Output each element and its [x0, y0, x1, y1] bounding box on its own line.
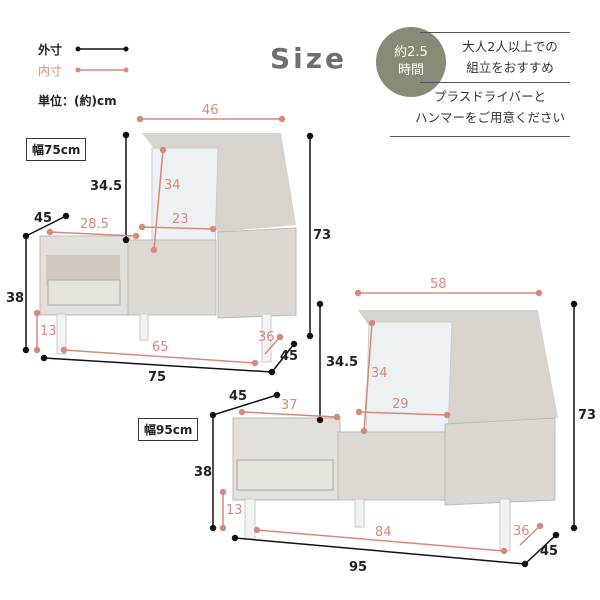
model-95-drawing — [232, 310, 558, 552]
dim-leg-height: 13 — [226, 503, 243, 518]
dim-leg-depth: 36 — [513, 524, 530, 539]
model-75-drawing — [39, 133, 297, 363]
dim-mirror-width: 23 — [172, 212, 189, 227]
dim-shelf-width: 37 — [281, 398, 298, 413]
dim-mirror-offset: 34.5 — [90, 179, 123, 194]
dim-side-depth: 45 — [229, 389, 248, 404]
divider — [420, 32, 570, 33]
unit-label: 単位：(約)cm — [38, 94, 117, 108]
dim-mirror-height: 34 — [371, 366, 388, 381]
assembly-time-badge: 約2.5 時間 — [376, 27, 446, 97]
dim-shelf-width: 28.5 — [80, 217, 109, 232]
legend-outer-label: 外寸 — [38, 43, 63, 57]
dim-total-height: 73 — [313, 228, 332, 243]
badge-line2: 時間 — [397, 63, 424, 78]
dim-mirror-offset: 34.5 — [326, 355, 359, 370]
dim-lid-width: 58 — [430, 277, 447, 292]
dim-width: 75 — [148, 370, 167, 385]
dim-leg-height: 13 — [40, 324, 57, 339]
note-line1: 大人2人以上での — [462, 39, 558, 54]
dim-depth: 45 — [280, 349, 299, 364]
legend-lines — [75, 46, 129, 73]
dim-depth: 45 — [540, 544, 559, 559]
dim-mirror-height: 34 — [164, 178, 181, 193]
assembly-note: 大人2人以上での 組立をおすすめ — [440, 36, 580, 78]
divider — [390, 136, 570, 137]
tools-note: プラスドライバーと ハンマーをご用意ください — [395, 86, 585, 128]
dim-lid-width: 46 — [202, 103, 219, 118]
note-line2: 組立をおすすめ — [466, 60, 554, 75]
dim-side-depth: 45 — [34, 211, 53, 226]
tools-line1: プラスドライバーと — [433, 89, 546, 104]
tools-line2: ハンマーをご用意ください — [414, 110, 565, 125]
model-label-95: 幅95cm — [138, 418, 199, 441]
dim-leg-span: 84 — [375, 525, 392, 540]
dim-mirror-width: 29 — [392, 397, 409, 412]
divider — [420, 82, 570, 83]
dim-body-height: 38 — [194, 465, 213, 480]
legend-inner-label: 内寸 — [38, 64, 63, 78]
dim-body-height: 38 — [6, 291, 25, 306]
dim-total-height: 73 — [578, 408, 597, 423]
dim-width: 95 — [349, 560, 368, 575]
model-label-75: 幅75cm — [26, 138, 87, 161]
badge-line1: 約2.5 — [394, 45, 428, 60]
dim-leg-span: 65 — [152, 340, 169, 355]
page-title: Size — [270, 42, 348, 75]
dim-leg-depth: 36 — [258, 330, 275, 345]
